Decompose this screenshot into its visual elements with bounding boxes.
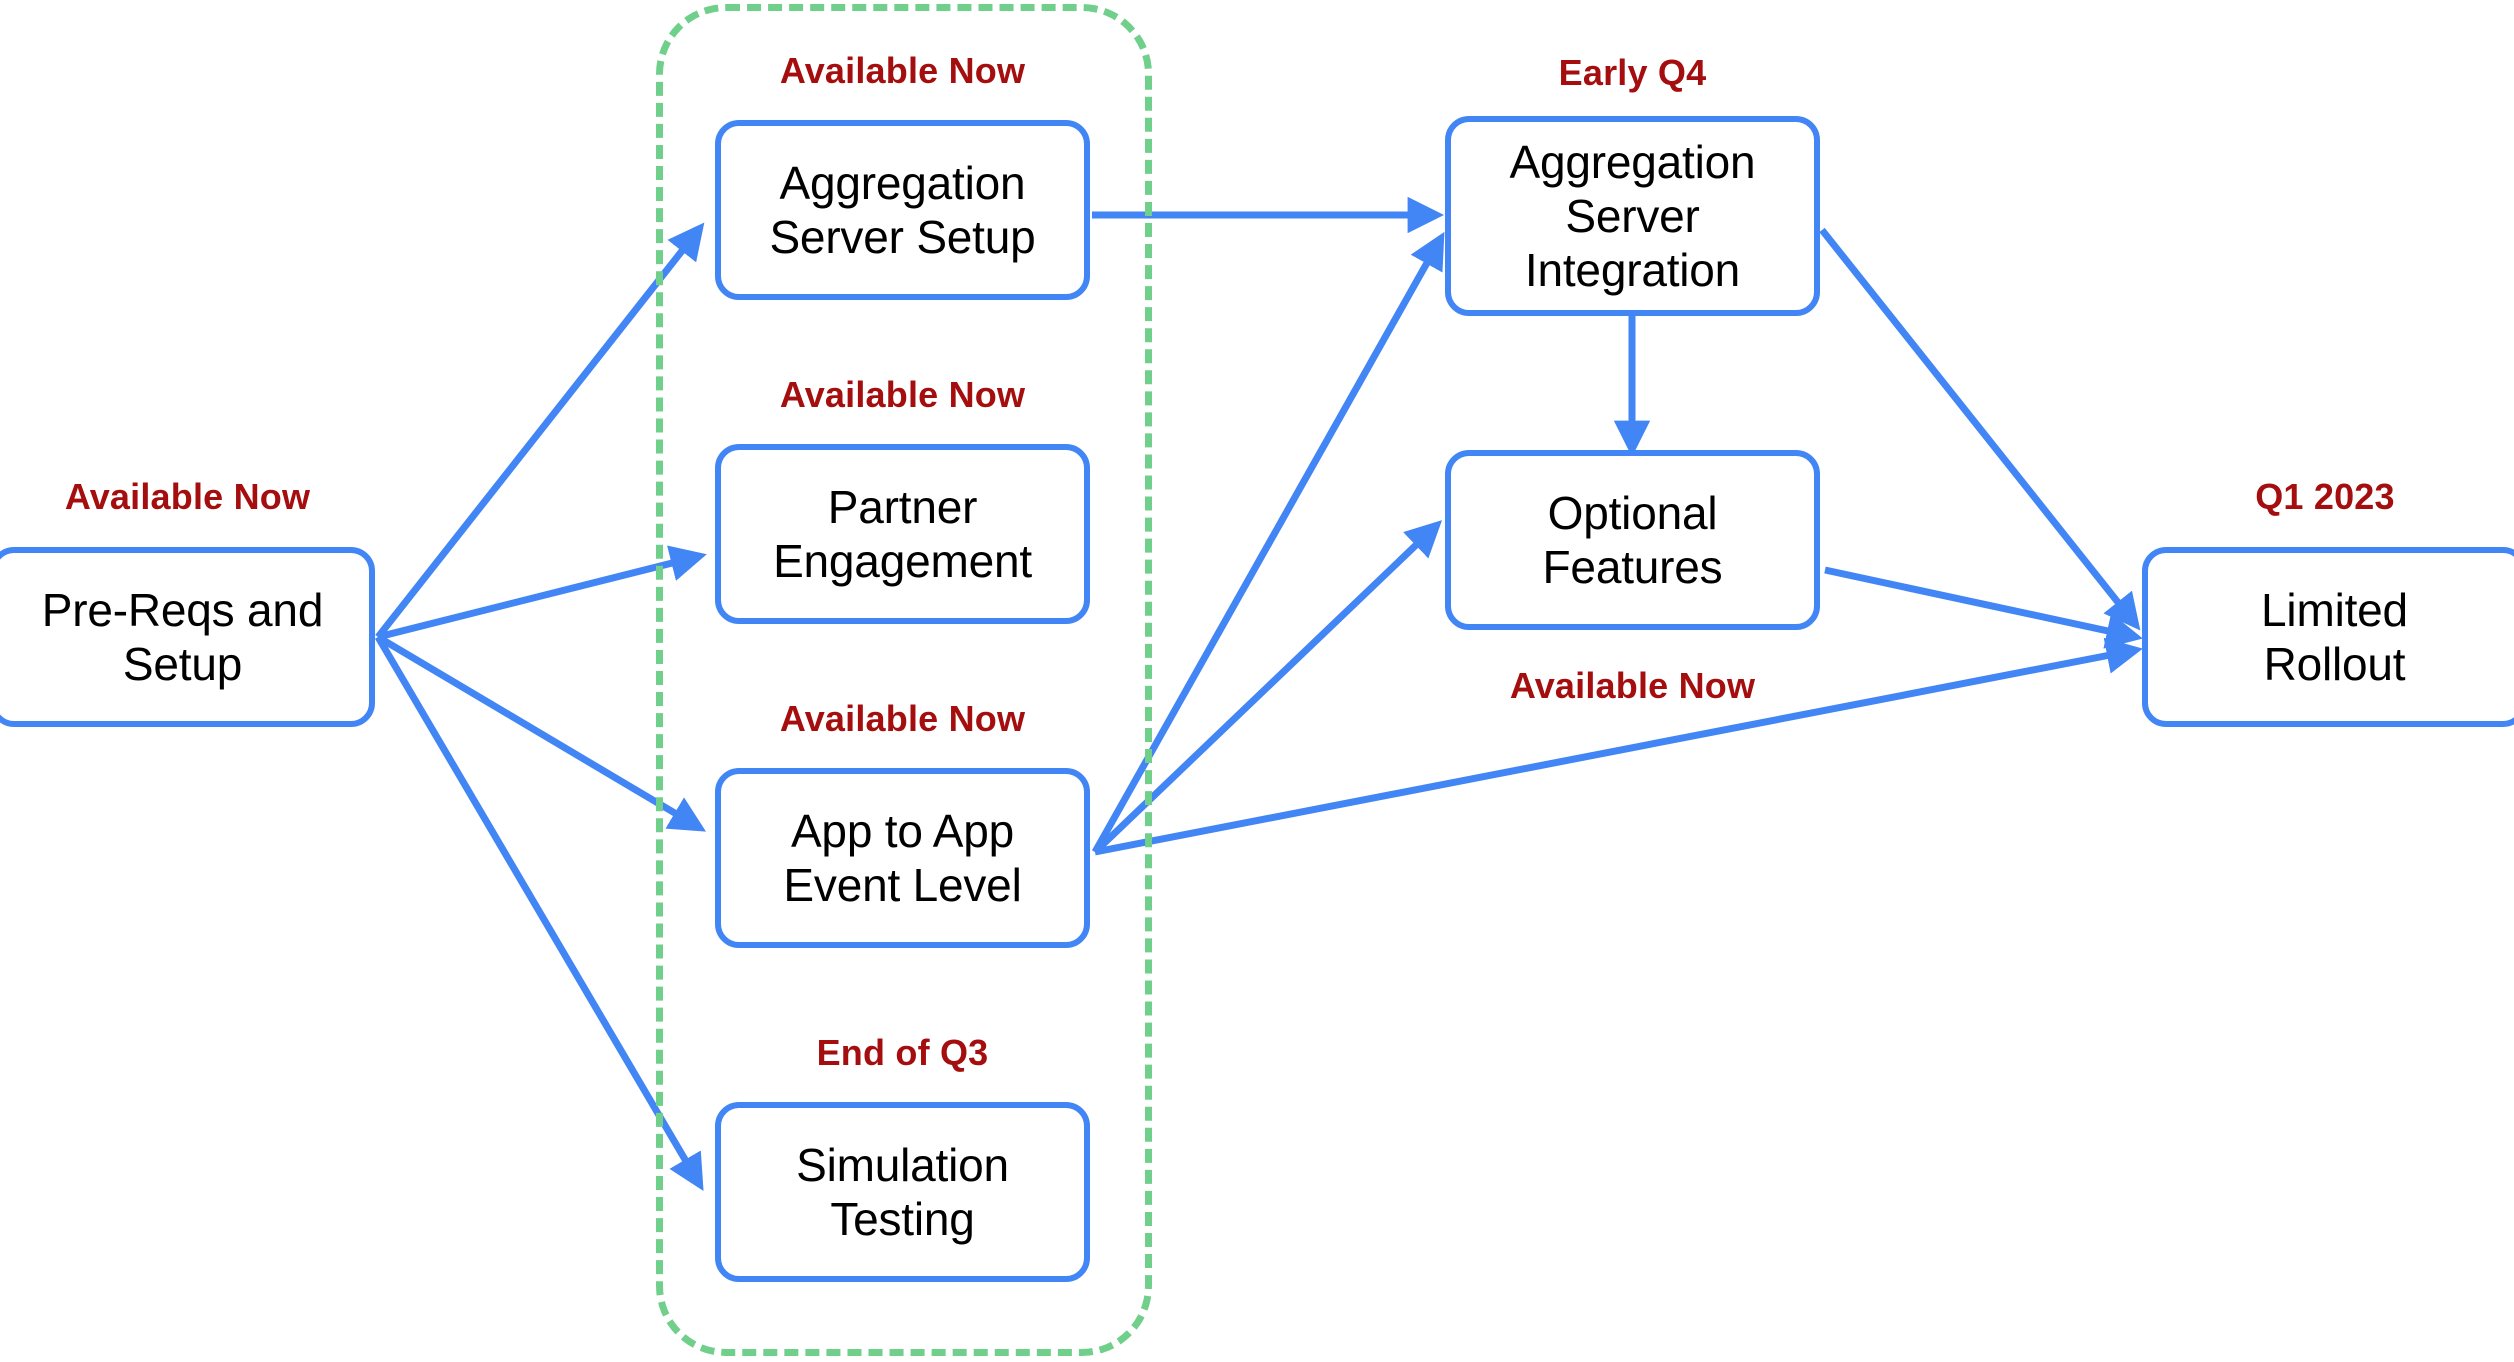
edge-optional-features-to-limited-rollout	[1824, 566, 2143, 649]
node-optional-features[interactable]: Optional Features	[1445, 450, 1820, 630]
node-simulation-testing[interactable]: Simulation Testing	[715, 1102, 1090, 1282]
node-label-aggregation-server-setup: Aggregation Server Setup	[769, 156, 1036, 263]
node-label-partner-engagement: Partner Engagement	[773, 480, 1032, 587]
stage-label-simulation-testing: End of Q3	[816, 1032, 989, 1073]
node-label-limited-rollout: Limited Rollout	[2261, 583, 2408, 690]
edge-prereqs-to-simulation-testing	[374, 635, 704, 1192]
edge-prereqs-to-aggregation-setup	[375, 222, 705, 640]
edge-aggregation-integration-to-limited-rollout	[1819, 227, 2141, 631]
stage-label-aggregation-server-integration: Early Q4	[1558, 52, 1707, 93]
stage-label-optional-features: Available Now	[1509, 665, 1756, 706]
node-aggregation-server-setup[interactable]: Aggregation Server Setup	[715, 120, 1090, 300]
node-aggregation-server-integration[interactable]: Aggregation Server Integration	[1445, 116, 1820, 316]
node-label-aggregation-server-integration: Aggregation Server Integration	[1509, 135, 1756, 297]
stage-label-pre-reqs-and-setup: Available Now	[64, 476, 311, 517]
node-label-app-to-app-event-level: App to App Event Level	[783, 804, 1022, 911]
edge-prereqs-to-partner-engagement	[377, 545, 707, 641]
node-partner-engagement[interactable]: Partner Engagement	[715, 444, 1090, 624]
edge-prereqs-to-app-to-app	[376, 633, 707, 832]
node-label-optional-features: Optional Features	[1542, 486, 1723, 593]
node-app-to-app-event-level[interactable]: App to App Event Level	[715, 768, 1090, 948]
node-pre-reqs-and-setup[interactable]: Pre-Reqs and Setup	[0, 547, 375, 727]
stage-label-aggregation-server-setup: Available Now	[779, 50, 1026, 91]
stage-label-partner-engagement: Available Now	[779, 374, 1026, 415]
stage-label-limited-rollout: Q1 2023	[2255, 476, 2395, 517]
node-label-pre-reqs-and-setup: Pre-Reqs and Setup	[41, 583, 324, 690]
stage-label-app-to-app-event-level: Available Now	[779, 698, 1026, 739]
node-limited-rollout[interactable]: Limited Rollout	[2142, 547, 2514, 727]
node-label-simulation-testing: Simulation Testing	[796, 1138, 1009, 1245]
